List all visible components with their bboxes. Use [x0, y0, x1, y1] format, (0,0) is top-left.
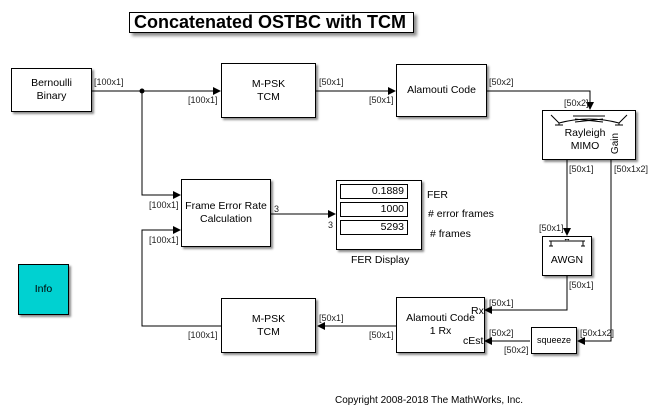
signal-label: [50x2]: [489, 77, 514, 87]
signal-label: [100x1]: [188, 330, 218, 340]
awgn-channel-block[interactable]: AWGN: [542, 236, 592, 276]
signal-label: [50x1]: [489, 298, 514, 308]
rx-port-label: Rx: [471, 305, 484, 317]
signal-label: [50x1x2]: [614, 164, 649, 174]
signal-label: [50x1]: [369, 330, 394, 340]
line-alamouti-to-rayleigh: [487, 90, 594, 110]
signal-label: [100x1]: [149, 200, 179, 210]
block-label: Frame Error Rate Calculation: [185, 200, 267, 225]
error-frames-label: # error frames: [428, 208, 494, 220]
antenna-icon: [550, 114, 628, 126]
signal-label: [50x2]: [489, 328, 514, 338]
fer-display-block[interactable]: 0.1889 1000 5293: [336, 180, 422, 250]
awgn-icon: [549, 239, 585, 247]
signal-label: [50x1]: [569, 164, 594, 174]
block-label: M-PSK TCM: [251, 77, 286, 103]
rayleigh-mimo-block[interactable]: Rayleigh MIMO Gain: [542, 110, 636, 160]
info-block[interactable]: Info: [18, 264, 69, 315]
fer-value: 0.1889: [340, 184, 408, 199]
copyright-text: Copyright 2008-2018 The MathWorks, Inc.: [335, 395, 524, 406]
line-mpsk-rx-to-fer: [141, 226, 221, 327]
block-label: squeeze: [536, 335, 572, 345]
alamouti-combiner-block[interactable]: Alamouti Code 1 Rx Rx cEst: [396, 297, 485, 353]
mpsk-tcm-decoder-block[interactable]: M-PSK TCM: [221, 298, 316, 353]
mpsk-tcm-encoder-block[interactable]: M-PSK TCM: [221, 63, 316, 118]
signal-label: [100x1]: [188, 95, 218, 105]
gain-port-label: Gain: [610, 132, 622, 155]
signal-label: [50x1]: [539, 223, 564, 233]
block-label: Alamouti Code 1 Rx: [406, 312, 475, 337]
cest-port-label: cEst: [463, 335, 484, 347]
signal-label: [50x2]: [564, 98, 589, 108]
signal-label: 3: [274, 204, 280, 214]
line-rayleigh-gain-to-squeeze: [577, 160, 612, 345]
frames-value: 5293: [340, 220, 408, 235]
signal-label: 3: [328, 220, 334, 230]
line-branch-to-fer: [141, 91, 181, 199]
error-frames-value: 1000: [340, 202, 408, 217]
signal-label: [50x1]: [369, 95, 394, 105]
signal-label: [50x2]: [504, 345, 529, 355]
frames-label: # frames: [430, 228, 471, 240]
fer-display-caption: FER Display: [351, 254, 410, 266]
block-label: AWGN: [550, 253, 584, 266]
squeeze-block[interactable]: squeeze: [531, 327, 577, 354]
block-label: M-PSK TCM: [251, 312, 286, 338]
signal-label: [50x1]: [569, 280, 594, 290]
alamouti-code-block[interactable]: Alamouti Code: [396, 64, 487, 117]
model-title: Concatenated OSTBC with TCM: [129, 12, 414, 33]
block-label: Alamouti Code: [407, 84, 476, 96]
block-label: Info: [34, 283, 53, 295]
frame-error-rate-calculation-block[interactable]: Frame Error Rate Calculation: [181, 179, 271, 247]
signal-label: [50x1x2]: [580, 328, 615, 338]
fer-label: FER: [427, 189, 448, 201]
signal-label: [50x1]: [319, 313, 344, 323]
block-label: Rayleigh MIMO: [564, 127, 606, 152]
bernoulli-binary-block[interactable]: Bernoulli Binary: [11, 68, 92, 112]
signal-label: [100x1]: [149, 235, 179, 245]
block-label: Bernoulli Binary: [31, 77, 72, 102]
signal-label: [100x1]: [94, 77, 124, 87]
line-awgn-to-rx: [484, 276, 568, 314]
signal-label: [50x1]: [319, 77, 344, 87]
